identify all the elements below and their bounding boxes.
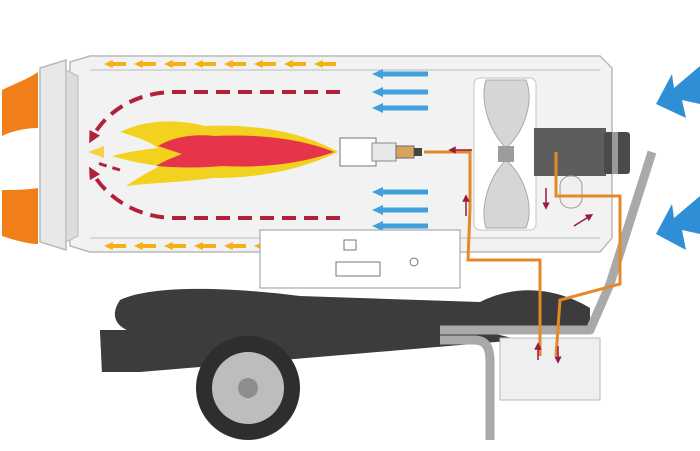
hot-stream-arrow-top: [104, 60, 126, 68]
hot-stream-arrow-top: [164, 60, 186, 68]
air-intake-arrows-inner: [372, 69, 428, 231]
hot-stream-arrow-bottom: [194, 242, 216, 250]
air-intake-arrow-lower: [372, 221, 428, 231]
nozzle-assembly: [339, 137, 422, 167]
cold-air-intake-arrow-bottom: [656, 196, 700, 250]
hot-stream-arrow-top: [284, 60, 306, 68]
air-intake-arrow-upper: [372, 103, 428, 113]
recirculation-loop: [89, 90, 340, 220]
air-intake-arrow-lower: [372, 187, 428, 197]
hot-stream-arrow-bottom: [164, 242, 186, 250]
hot-air-outlet-arrow-bottom: [2, 188, 38, 244]
cold-air-intake-arrow-top: [656, 66, 700, 118]
flame-icon: [88, 121, 338, 186]
frame: [440, 150, 657, 440]
control-panel: [259, 229, 461, 289]
hot-stream-arrow-bottom: [134, 242, 156, 250]
electric-motor-icon: [534, 128, 630, 209]
hot-stream-arrow-top: [134, 60, 156, 68]
hot-stream-arrow-top: [254, 60, 276, 68]
air-intake-arrow-lower: [372, 205, 428, 215]
hot-stream-arrow-top: [314, 60, 336, 68]
hot-stream-arrow-top: [194, 60, 216, 68]
hot-stream-arrow-bottom: [224, 242, 246, 250]
hot-stream-arrow-top: [224, 60, 246, 68]
fan-icon: [473, 77, 537, 231]
hot-air-outlet-arrow-top: [2, 72, 38, 136]
air-intake-arrow-upper: [372, 69, 428, 79]
wheel-icon: [196, 336, 300, 440]
hot-stream-arrow-bottom: [104, 242, 126, 250]
fuel-lines: [424, 150, 622, 357]
air-intake-arrow-upper: [372, 87, 428, 97]
flow-marks: [448, 146, 594, 364]
